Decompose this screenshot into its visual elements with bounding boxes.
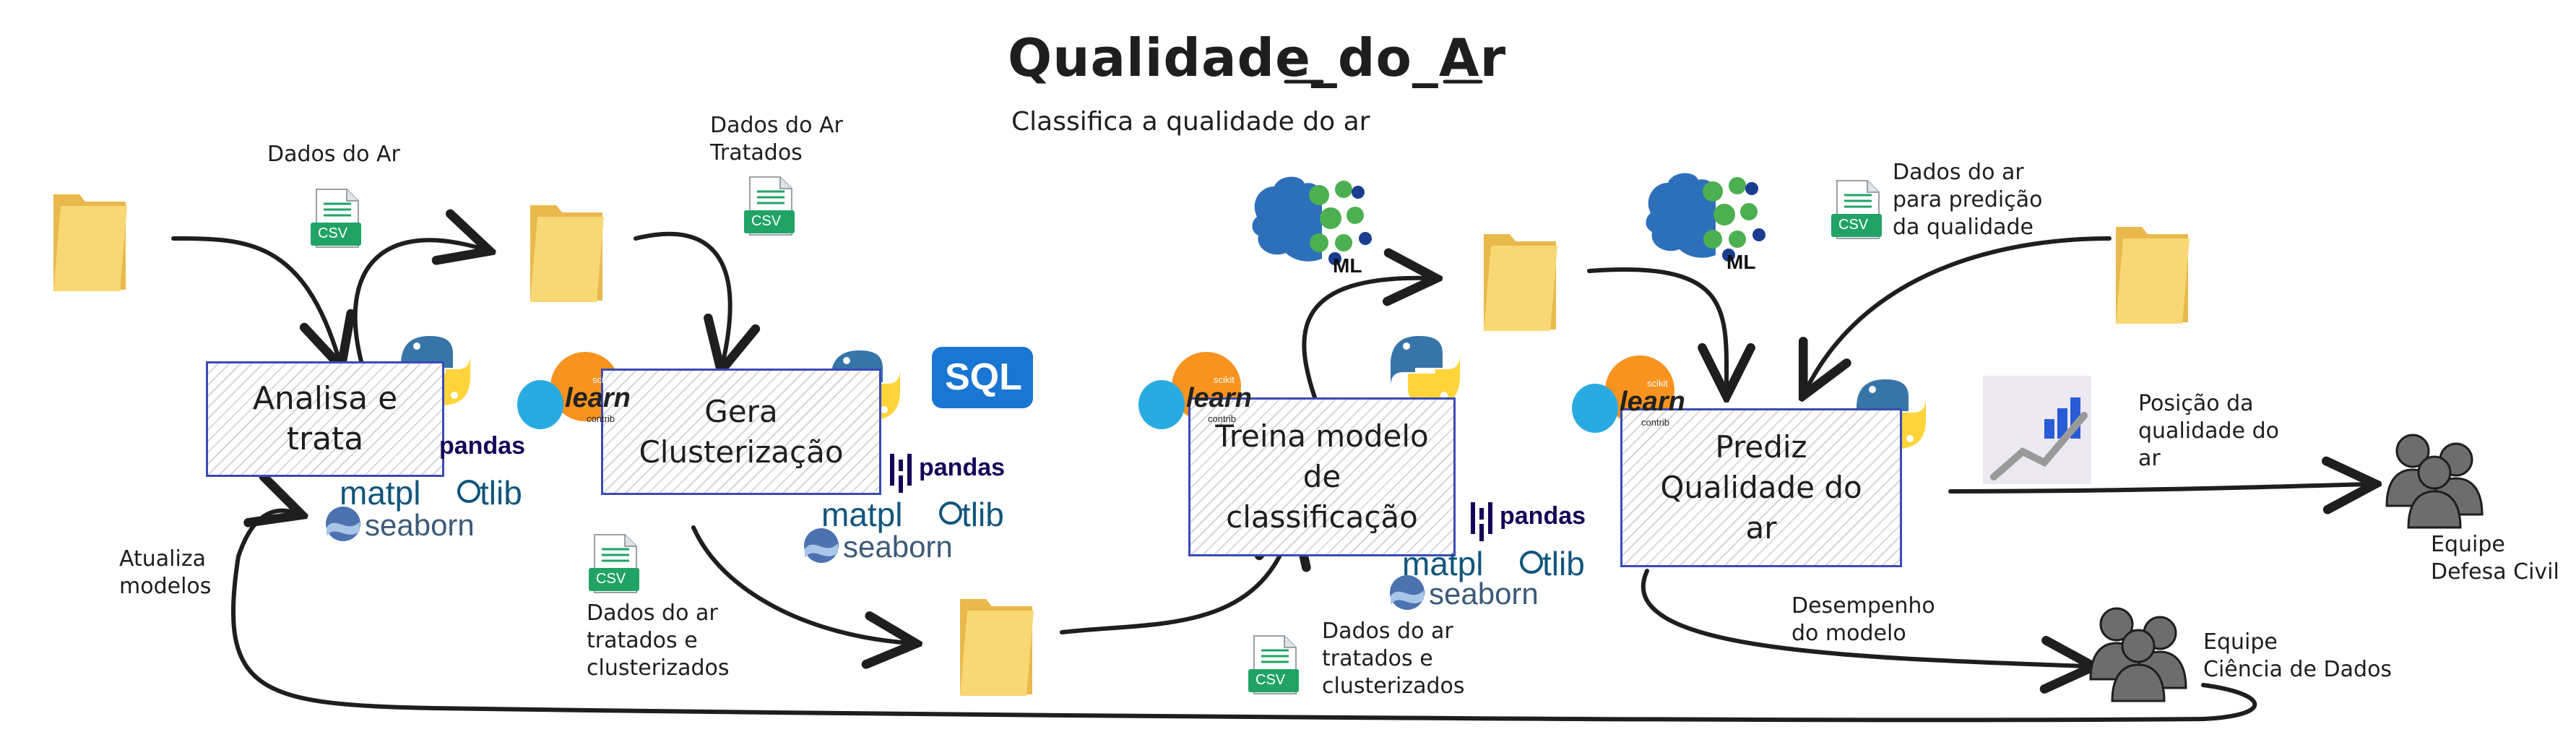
- seaborn-logo-icon: [326, 507, 360, 541]
- label-equipe-ciencia-dados: Equipe Ciência de Dados: [2203, 629, 2393, 682]
- sklearn-contrib-text: contrib: [587, 413, 615, 424]
- matplotlib-text-a: matpl: [340, 474, 421, 512]
- arrow-folder-to-analisa: [171, 236, 340, 361]
- pandas-text: pandas: [1500, 502, 1586, 530]
- matplotlib-text-a: matpl: [821, 496, 903, 533]
- csv-text: CSV: [318, 225, 348, 241]
- page-subtitle: Classifica a qualidade do ar: [1011, 107, 1370, 137]
- treina-modelo-box: Treina modelo de classificação: [1188, 397, 1456, 556]
- ciencia-dados-people-icon: [2089, 607, 2187, 702]
- defesa-civil-people-icon: [2385, 434, 2484, 529]
- gera-clusterizacao-label: Gera Clusterização: [639, 393, 844, 470]
- ml-text: ML: [1333, 254, 1362, 277]
- csv-text: CSV: [596, 571, 626, 587]
- analisa-trata-box: Analisa e trata: [206, 361, 444, 477]
- label-posicao-qualidade: Posição da qualidade do ar: [2138, 391, 2279, 471]
- seaborn-text: seaborn: [365, 508, 475, 542]
- prediz-qualidade-label: Prediz Qualidade do ar: [1660, 429, 1862, 546]
- ml-brain-icon: [1646, 173, 1765, 262]
- sklearn-scikit-text: scikit: [1214, 374, 1235, 385]
- python-logo-icon: [1391, 336, 1460, 405]
- arrow-folder-to-gera: [634, 231, 730, 365]
- sklearn-learn-text: learn: [1186, 383, 1252, 413]
- folder-icon: [960, 599, 1034, 696]
- pandas-logo-icon: [890, 454, 912, 493]
- label-dados-do-ar: Dados do Ar: [267, 142, 400, 167]
- sklearn-contrib-text: contrib: [1641, 417, 1670, 428]
- seaborn-logo-icon: [804, 528, 839, 563]
- label-dados-predicao: Dados do ar para predição da qualidade: [1893, 160, 2043, 240]
- label-dados-tratados: Dados do Ar Tratados: [710, 113, 843, 165]
- folder-icon: [1484, 234, 1557, 331]
- pandas-logo-icon: [1471, 502, 1492, 541]
- analisa-trata-label: Analisa e trata: [252, 380, 398, 457]
- sklearn-scikit-text: scikit: [1647, 378, 1668, 389]
- matplotlib-text-a: matpl: [1402, 545, 1484, 582]
- growth-chart-icon: [1983, 376, 2091, 484]
- arrow-analisa-to-folder: [353, 240, 484, 363]
- pandas-text: pandas: [439, 432, 526, 460]
- gera-clusterizacao-box: Gera Clusterização: [601, 369, 881, 495]
- label-desempenho-modelo: Desempenho do modelo: [1791, 593, 1935, 646]
- ml-brain-icon: [1252, 176, 1372, 265]
- arrow-gera-to-folder: [691, 525, 910, 643]
- seaborn-logo-icon: [1390, 575, 1425, 610]
- csv-text: CSV: [1838, 217, 1869, 233]
- sklearn-contrib-text: contrib: [1208, 413, 1237, 424]
- seaborn-text: seaborn: [843, 530, 953, 564]
- sklearn-scikit-text: scikit: [592, 374, 613, 385]
- arrow-atualiza-modelos: [230, 511, 2257, 723]
- folder-icon: [2116, 227, 2190, 324]
- matplotlib-o-icon: [457, 480, 1543, 574]
- csv-text: CSV: [1255, 672, 1286, 688]
- ml-text: ML: [1726, 251, 1756, 273]
- sklearn-learn-text: learn: [1620, 387, 1685, 417]
- arrow-prediz-to-defesa: [1948, 484, 2369, 491]
- sql-logo-text: SQL: [945, 356, 1022, 398]
- matplotlib-text-b: tlib: [961, 496, 1004, 533]
- sklearn-learn-text: learn: [565, 383, 631, 413]
- sql-logo: SQL: [932, 347, 1033, 408]
- label-dados-clusterizados-1: Dados do ar tratados e clusterizados: [587, 600, 730, 681]
- pandas-text: pandas: [919, 454, 1006, 481]
- label-atualiza-modelos: Atualiza modelos: [119, 546, 212, 599]
- label-equipe-defesa-civil: Equipe Defesa Civil: [2431, 532, 2559, 585]
- arrow-treina-to-folder: [1302, 278, 1430, 400]
- treina-modelo-label: Treina modelo de classificação: [1215, 418, 1429, 535]
- arrow-prediz-to-ciencia: [1641, 569, 2088, 666]
- page-title: Qualidade_do_Ar: [1008, 27, 1507, 88]
- label-dados-clusterizados-2: Dados do ar tratados e clusterizados: [1322, 619, 1465, 699]
- seaborn-text: seaborn: [1429, 577, 1539, 611]
- csv-text: CSV: [751, 213, 782, 229]
- prediz-qualidade-box: Prediz Qualidade do ar: [1620, 408, 1902, 567]
- matplotlib-text-b: tlib: [480, 474, 522, 512]
- arrow-dados-to-prediz: [1806, 236, 2112, 390]
- sklearn-logo-icon: [1572, 356, 1674, 433]
- arrow-folder-to-treina: [1060, 520, 1293, 634]
- folder-icon: [53, 194, 127, 291]
- folder-icon: [530, 205, 604, 302]
- arrow-folder-to-prediz: [1587, 267, 1726, 390]
- matplotlib-text-b: tlib: [1542, 545, 1585, 582]
